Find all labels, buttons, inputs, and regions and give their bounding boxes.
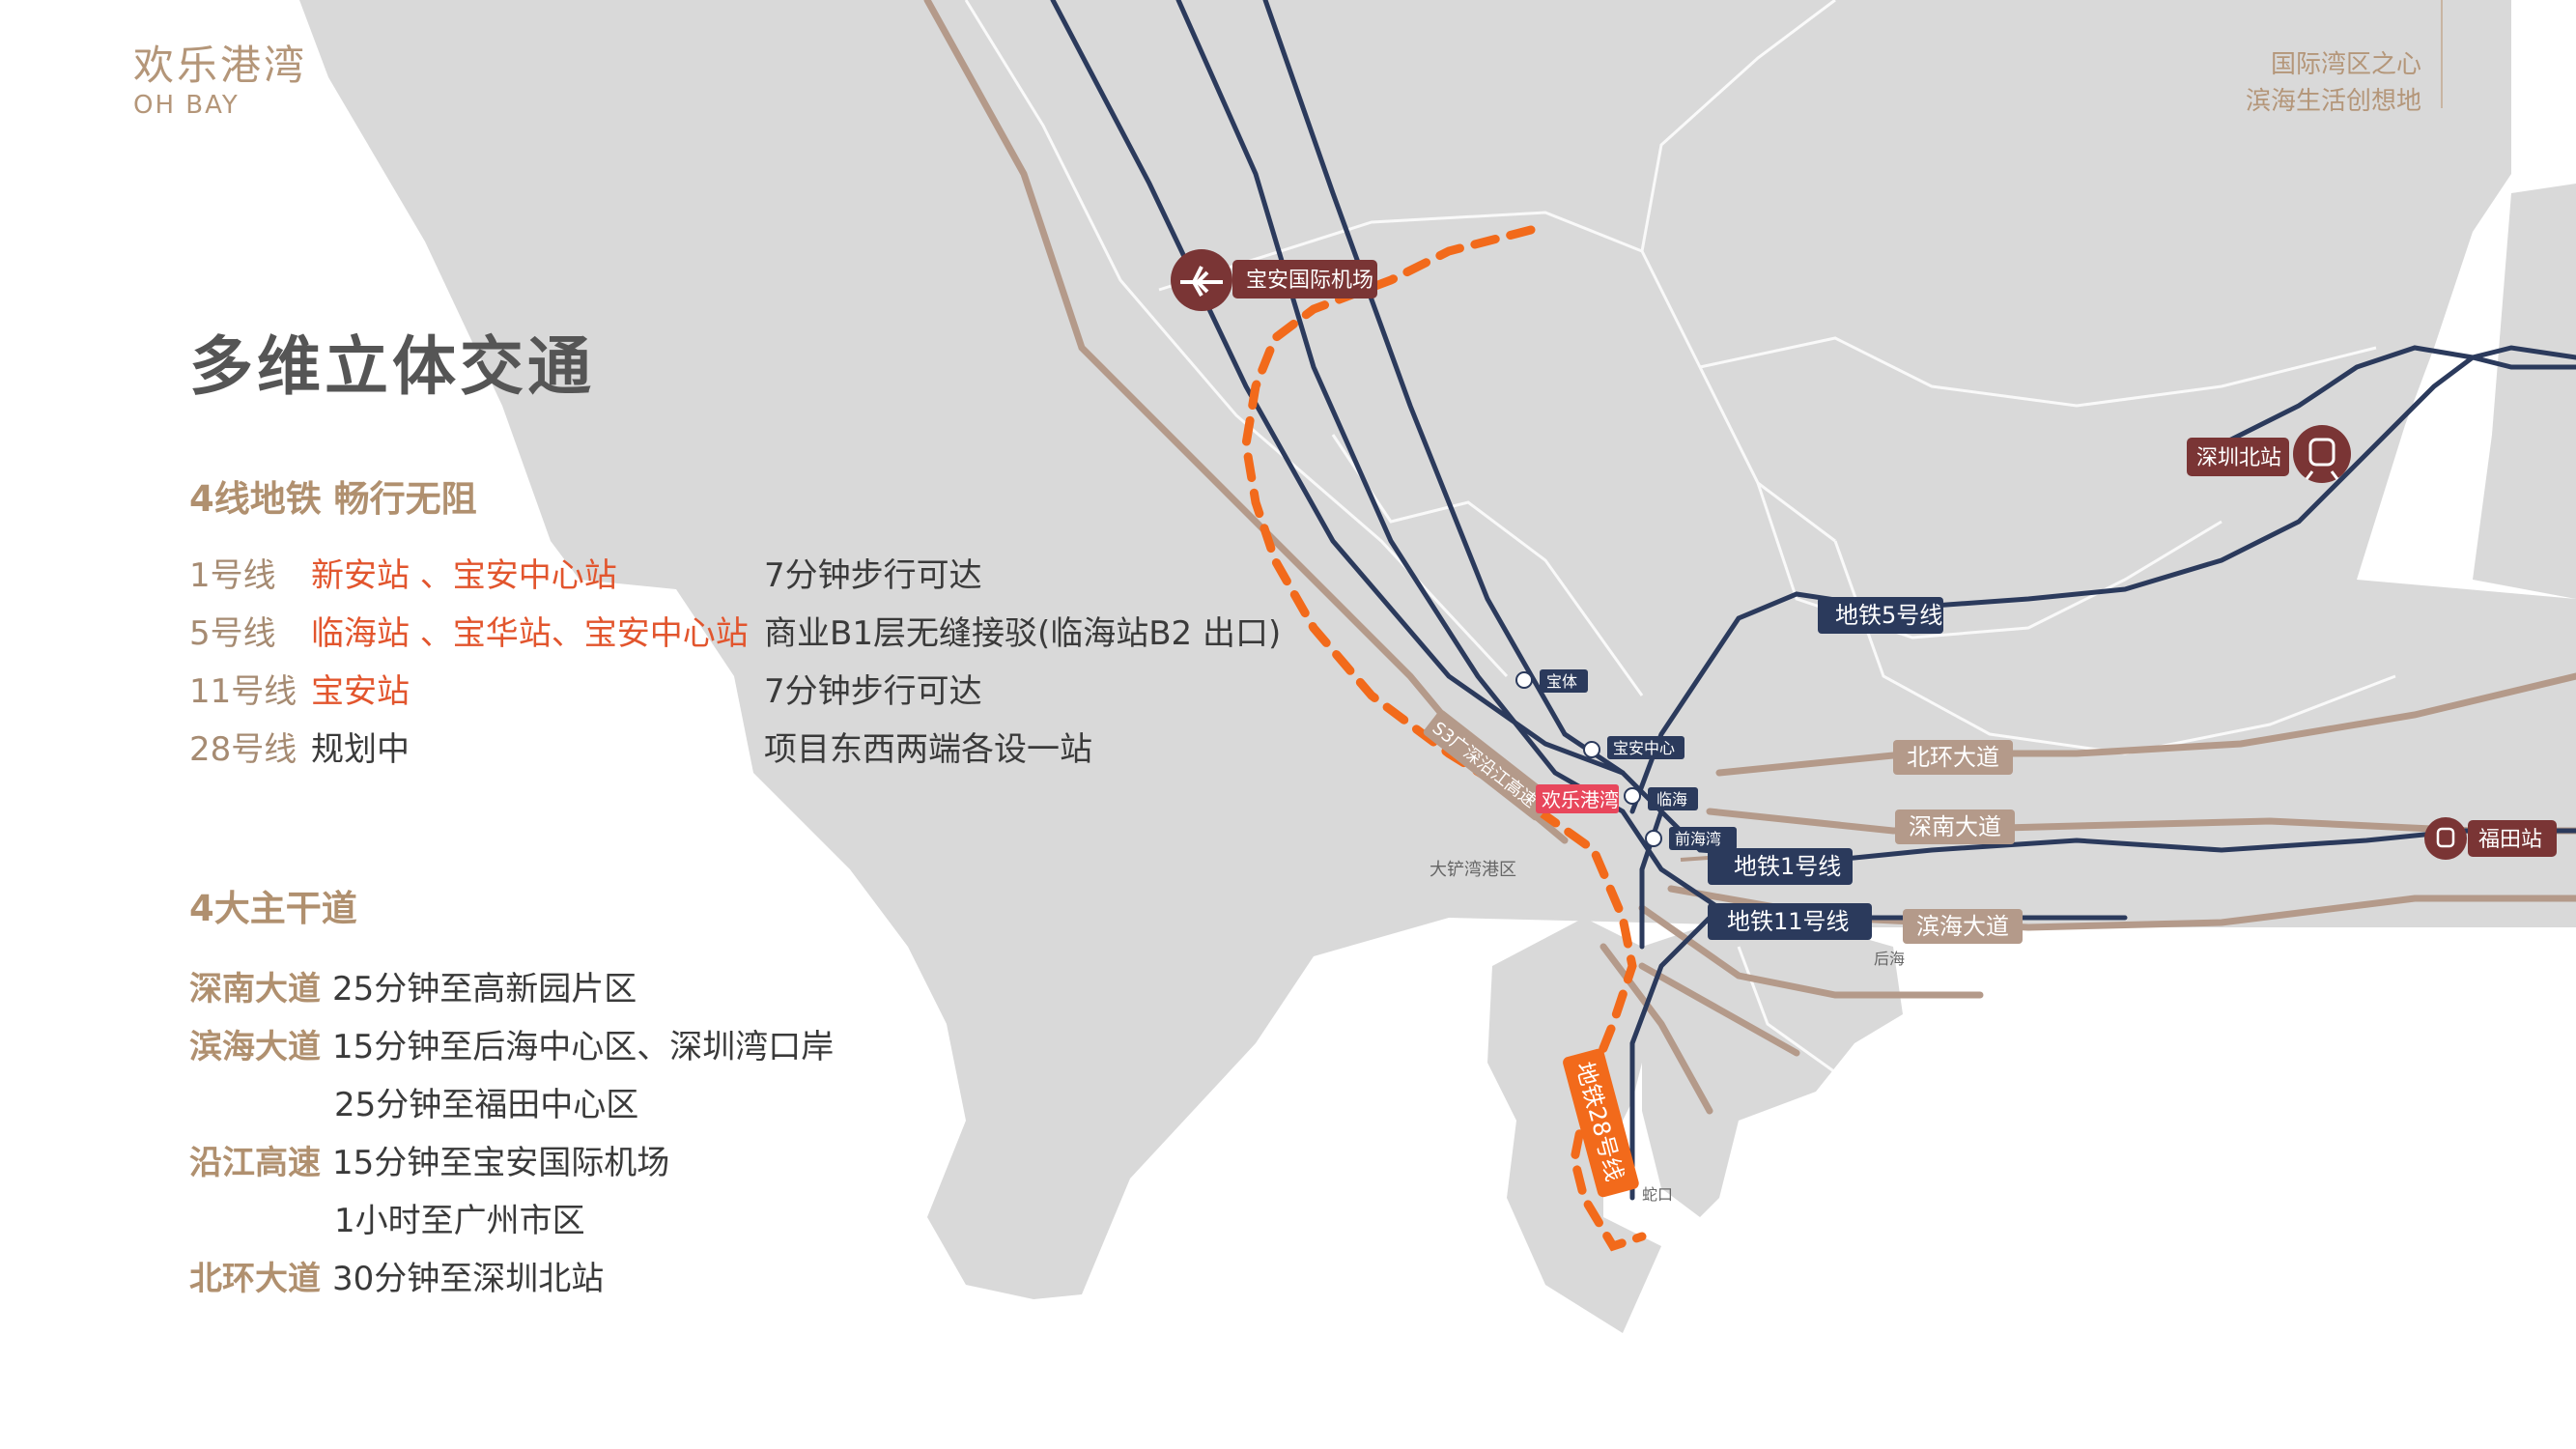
tagline-divider (2441, 0, 2443, 108)
shennan-tag (1895, 810, 2015, 844)
land-qianhai (1487, 918, 1661, 1333)
road-desc: 1小时至广州市区 (334, 1202, 585, 1240)
metro-line-5 (1629, 345, 2576, 814)
road-row: 1小时至广州市区 (334, 1194, 585, 1241)
houhai-label: 后海 (1874, 950, 1905, 968)
tagline: 国际湾区之心 滨海生活创想地 (2246, 46, 2421, 120)
north-station-icon (2293, 425, 2351, 483)
line11-label: 地铁11号线 (1727, 908, 1850, 935)
road-row: 深南大道 25分钟至高新园片区 (189, 962, 637, 1009)
binhai-tag (1903, 909, 2023, 944)
metro-line-name: 5号线 (189, 614, 276, 653)
page-title: 多维立体交通 (189, 329, 595, 404)
land-shekou (1642, 908, 1903, 1217)
road-name: 沿江高速 (189, 1144, 321, 1182)
metro-desc: 商业B1层无缝接驳(临海站B2 出口) (764, 614, 1282, 653)
north-station-label-box (2187, 438, 2289, 476)
project-marker (1536, 784, 1619, 813)
svg-text:宝安中心: 宝安中心 (1613, 739, 1675, 757)
line1-label: 地铁1号线 (1734, 853, 1841, 880)
airport-label-box (1232, 260, 1377, 298)
road-beihuan (1715, 672, 2576, 777)
land-east (2473, 184, 2576, 599)
road-row: 沿江高速 15分钟至宝安国际机场 (189, 1136, 669, 1183)
station-linhai: 临海 (1624, 787, 1698, 810)
road-name: 北环大道 (189, 1260, 321, 1298)
shennan-label: 深南大道 (1909, 813, 2001, 840)
beihuan-tag (1893, 740, 2013, 775)
logo-cn: 欢乐港湾 (133, 42, 308, 89)
station-qianhaiwan: 前海湾 (1645, 827, 1737, 850)
road-desc: 25分钟至高新园片区 (332, 970, 637, 1009)
metro-heading: 4线地铁 畅行无阻 (189, 478, 477, 520)
airport-label: 宝安国际机场 (1246, 269, 1373, 293)
futian-station-label: 福田站 (2478, 828, 2542, 852)
futian-station-label-box (2468, 820, 2557, 857)
station-baoti: 宝体 (1515, 669, 1588, 693)
north-station-label: 深圳北站 (2196, 446, 2281, 470)
road-name: 深南大道 (189, 970, 321, 1009)
tagline-line2: 滨海生活创想地 (2245, 87, 2421, 116)
metro-line-name: 1号线 (189, 556, 276, 595)
tagline-line1: 国际湾区之心 (2270, 50, 2421, 79)
metro-stations: 新安站 、宝安中心站 (311, 556, 617, 595)
shekou-label: 蛇口 (1642, 1185, 1673, 1204)
binhai-label: 滨海大道 (1916, 913, 2009, 940)
line1-tag (1708, 848, 1853, 885)
metro-stations: 规划中 (311, 730, 410, 769)
roads-heading: 4大主干道 (189, 888, 357, 929)
svg-text:前海湾: 前海湾 (1675, 830, 1721, 848)
road-desc: 15分钟至宝安国际机场 (332, 1144, 670, 1182)
metro-desc: 7分钟步行可达 (764, 672, 982, 711)
road-row: 25分钟至福田中心区 (334, 1078, 638, 1125)
road-row: 滨海大道 15分钟至后海中心区、深圳湾口岸 (189, 1020, 834, 1067)
line5-label: 地铁5号线 (1835, 602, 1942, 629)
logo-en: OH BAY (133, 91, 240, 120)
metro-line-name: 28号线 (189, 730, 297, 769)
station-baoan-center: 宝安中心 (1583, 736, 1684, 759)
svg-text:宝体: 宝体 (1546, 672, 1577, 691)
futian-station-icon (2424, 817, 2467, 860)
road-name: 滨海大道 (189, 1028, 321, 1066)
land-baoan (299, 0, 2576, 1299)
metro-line-name: 11号线 (189, 672, 297, 711)
line5-tag (1818, 597, 1943, 634)
dachan-label: 大铲湾港区 (1430, 860, 1516, 880)
s3-tag (1423, 710, 1554, 821)
svg-text:临海: 临海 (1656, 790, 1687, 809)
line11-tag (1708, 903, 1872, 940)
logo: 欢乐港湾 OH BAY (133, 41, 307, 120)
line28-tag (1563, 1048, 1639, 1198)
road-desc: 30分钟至深圳北站 (332, 1260, 605, 1298)
road-row: 北环大道 30分钟至深圳北站 (189, 1252, 604, 1299)
beihuan-label: 北环大道 (1907, 744, 1999, 771)
project-label: 欢乐港湾 (1542, 788, 1619, 811)
road-desc: 25分钟至福田中心区 (334, 1086, 639, 1124)
metro-stations: 宝安站 (311, 672, 410, 711)
metro-desc: 7分钟步行可达 (764, 556, 982, 595)
road-desc: 15分钟至后海中心区、深圳湾口岸 (332, 1028, 835, 1066)
airport-icon (1171, 249, 1232, 311)
metro-desc: 项目东西两端各设一站 (764, 730, 1092, 769)
metro-stations: 临海站 、宝华站、宝安中心站 (311, 614, 749, 653)
